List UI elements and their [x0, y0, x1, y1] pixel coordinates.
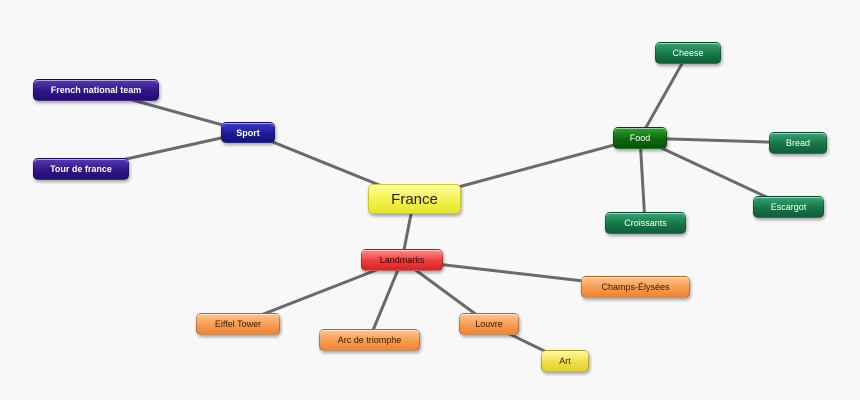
node-france[interactable]: France: [368, 184, 461, 214]
node-louvre[interactable]: Louvre: [459, 313, 519, 335]
node-champs-elysees-label: Champs-Élysées: [601, 282, 670, 292]
node-landmarks[interactable]: Landmarks: [361, 249, 443, 271]
node-food[interactable]: Food: [613, 127, 667, 149]
node-champs-elysees[interactable]: Champs-Élysées: [581, 276, 690, 298]
node-tour-de-france-label: Tour de france: [50, 164, 112, 174]
node-arc-de-triomphe[interactable]: Arc de triomphe: [319, 329, 420, 351]
node-eiffel-tower-label: Eiffel Tower: [214, 319, 262, 329]
node-bread[interactable]: Bread: [769, 132, 827, 154]
node-art-label: Art: [559, 356, 571, 366]
node-croissants[interactable]: Croissants: [605, 212, 686, 234]
node-sport-label: Sport: [236, 127, 260, 138]
edge-landmarks-arc-de-triomphe: [367, 258, 404, 342]
node-sport[interactable]: Sport: [221, 122, 275, 143]
edge-food-croissants: [638, 136, 647, 225]
node-tour-de-france[interactable]: Tour de france: [33, 158, 129, 180]
node-cheese-label: Cheese: [672, 48, 704, 58]
node-arc-de-triomphe-label: Arc de triomphe: [337, 335, 402, 345]
edge-food-escargot: [638, 136, 790, 209]
node-louvre-label: Louvre: [475, 319, 503, 329]
node-food-label: Food: [629, 133, 651, 143]
node-french-national-team[interactable]: French national team: [33, 79, 159, 101]
node-france-label: France: [391, 190, 438, 208]
node-cheese[interactable]: Cheese: [655, 42, 721, 64]
node-escargot-label: Escargot: [770, 202, 807, 212]
node-landmarks-label: Landmarks: [379, 255, 425, 265]
node-escargot[interactable]: Escargot: [753, 196, 824, 218]
node-art[interactable]: Art: [541, 350, 589, 372]
node-bread-label: Bread: [785, 138, 811, 148]
node-eiffel-tower[interactable]: Eiffel Tower: [196, 313, 280, 335]
node-french-national-team-label: French national team: [50, 85, 142, 95]
node-croissants-label: Croissants: [624, 218, 667, 228]
edge-food-cheese: [638, 51, 690, 140]
